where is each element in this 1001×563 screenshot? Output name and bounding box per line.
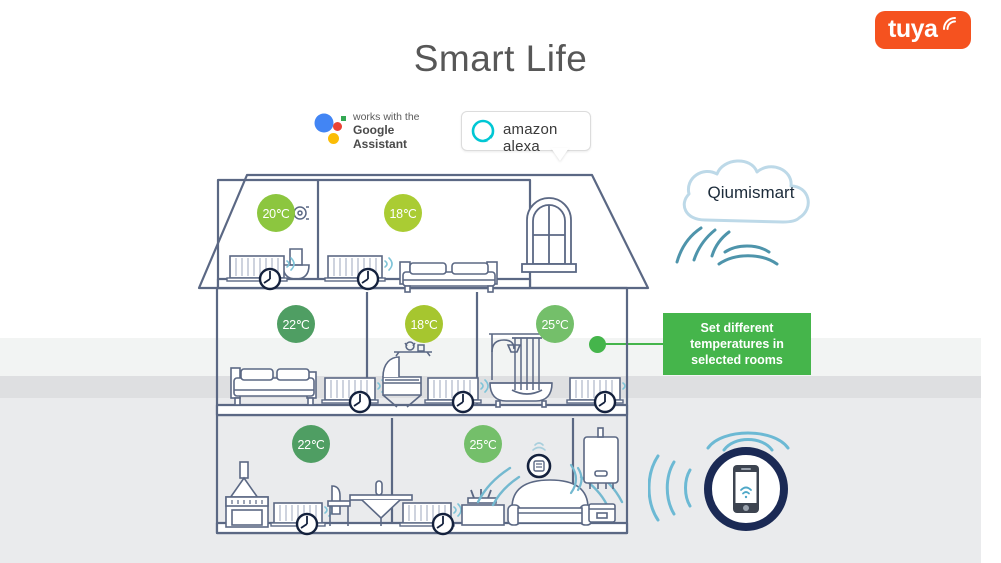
shower-icon [489, 333, 540, 380]
radiator-attic-bedroom [324, 255, 393, 291]
cloud-graphic [675, 159, 810, 266]
radiator-kitchen [270, 502, 333, 536]
cloud-label: Qiumismart [707, 183, 795, 202]
tuya-logo-text: tuya [888, 15, 938, 43]
dining-table-icon [349, 480, 413, 526]
wall-shelf-icon [394, 341, 432, 357]
radiator-master-bedroom [321, 377, 386, 414]
wifi-arc-icon [943, 17, 956, 30]
callout-box: Set different temperatures in selected r… [663, 313, 811, 375]
toilet-roll-icon [293, 206, 309, 220]
temp-badge-attic-bathroom: 20℃ [257, 194, 295, 232]
temp-badge-attic-bedroom: 18℃ [384, 194, 422, 232]
temp-badge-bathroom: 25℃ [536, 305, 574, 343]
sofa-icon [507, 479, 593, 526]
tuya-logo: tuya [875, 11, 971, 49]
cooker-icon [225, 496, 269, 528]
radiator-bathroom [566, 377, 626, 414]
radiator-attic-bathroom [226, 255, 295, 291]
range-hood-icon [228, 461, 260, 499]
bed-master [230, 367, 317, 406]
boiler-icon [583, 427, 619, 489]
callout-connector-dot [589, 336, 606, 353]
hub-signal-waves-top [706, 431, 790, 452]
smartphone-hub[interactable] [700, 443, 792, 535]
chair-icon [327, 485, 351, 526]
bathtub-icon [489, 382, 553, 408]
wall-thermostat-icon [526, 442, 552, 479]
radiator-living-room [399, 502, 462, 536]
page-title: Smart Life [413, 38, 588, 79]
google-assistant-dots-icon [314, 113, 346, 144]
arched-window-icon [521, 197, 577, 273]
callout-text: Set different temperatures in selected r… [690, 321, 784, 367]
radiator-nursery [424, 377, 489, 414]
crib-icon [382, 356, 422, 408]
bed-attic [399, 261, 498, 293]
temp-badge-living-room: 25℃ [464, 425, 502, 463]
control-box-icon [588, 503, 616, 523]
boiler-signal-waves [569, 463, 583, 495]
coffee-table-icon [461, 489, 505, 526]
alexa-ring-icon [471, 119, 495, 143]
google-assistant-label: works with the Google Assistant [353, 111, 443, 152]
amazon-alexa-badge: amazon alexa [461, 111, 591, 155]
google-assistant-badge: works with the Google Assistant [313, 111, 443, 152]
temp-badge-nursery: 18℃ [405, 305, 443, 343]
google-assistant-line1: works with the [353, 111, 420, 123]
google-assistant-line2: Google Assistant [353, 123, 408, 151]
toilet-icon [282, 248, 310, 280]
background-band-lower [0, 398, 981, 563]
hub-signal-waves-left [648, 454, 692, 522]
amazon-alexa-label: amazon alexa [503, 121, 558, 155]
temp-badge-master-bedroom: 22℃ [277, 305, 315, 343]
callout-connector-line [602, 343, 664, 345]
alexa-bubble-tail [551, 148, 569, 161]
temp-badge-kitchen: 22℃ [292, 425, 330, 463]
towel-rail-icon [511, 337, 543, 395]
background-band-upper [0, 338, 981, 376]
